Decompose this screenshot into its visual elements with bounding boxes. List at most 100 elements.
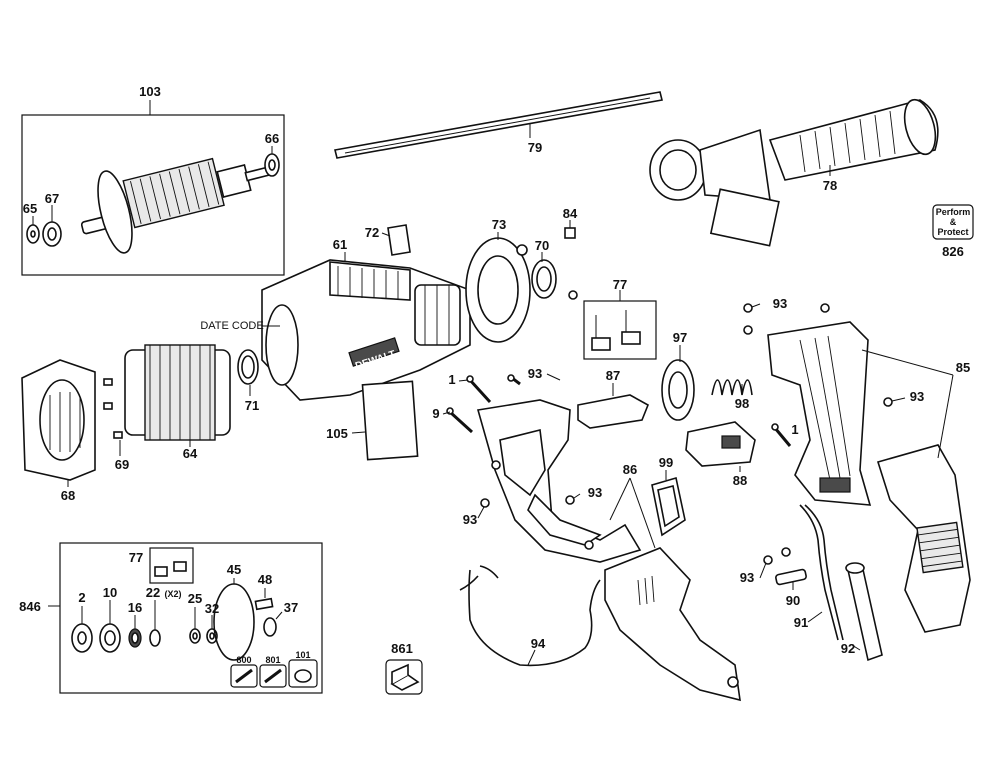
screw-93-center[interactable] (565, 495, 575, 505)
cord-protector-92[interactable] (845, 562, 883, 662)
pin-48[interactable] (254, 588, 274, 611)
side-handle-78[interactable] (649, 96, 941, 247)
armature-assembly-group (21, 100, 285, 276)
brush-set-77[interactable] (583, 290, 657, 360)
baffle-71[interactable] (237, 349, 259, 396)
label-25: 25 (188, 591, 202, 606)
label-1-right: 1 (791, 422, 798, 437)
label-70: 70 (535, 238, 549, 253)
perform-protect-badge-826: Perform & Protect (932, 204, 974, 240)
screws-93-top-right[interactable] (743, 303, 830, 335)
label-105[interactable] (351, 380, 419, 461)
spring-clip-72[interactable] (381, 224, 411, 256)
label-32: 32 (205, 601, 219, 616)
depth-rod-79[interactable] (334, 91, 663, 159)
seal-99[interactable] (651, 470, 686, 537)
label-69: 69 (115, 457, 129, 472)
screws-93-lower-right[interactable] (763, 547, 791, 565)
bearing-66[interactable] (264, 153, 280, 177)
clamp-90[interactable] (775, 568, 807, 590)
part-10[interactable] (99, 623, 121, 653)
label-92: 92 (841, 641, 855, 656)
armature-part[interactable] (80, 157, 270, 256)
label-91: 91 (794, 615, 808, 630)
ring-37[interactable] (263, 611, 283, 637)
perform-text-2: & (950, 217, 957, 227)
wire-harness-94[interactable] (459, 565, 601, 667)
label-72: 72 (365, 225, 379, 240)
handle-half-85-left[interactable] (767, 321, 872, 506)
label-90: 90 (786, 593, 800, 608)
label-77: 77 (613, 277, 627, 292)
label-99: 99 (659, 455, 673, 470)
label-73: 73 (492, 217, 506, 232)
kit-801[interactable] (259, 664, 287, 688)
screw-93-upper[interactable] (507, 374, 521, 386)
housing-half-86-right[interactable] (604, 477, 741, 702)
part-22[interactable] (149, 629, 161, 647)
part-25[interactable] (189, 628, 201, 644)
screw-small[interactable] (568, 290, 578, 300)
perform-text-3: Protect (937, 227, 968, 237)
label-67: 67 (45, 191, 59, 206)
switch-88[interactable] (685, 421, 756, 472)
service-kit-846 (48, 542, 323, 694)
screw-93-right[interactable] (883, 397, 893, 407)
screw-9[interactable] (446, 407, 474, 434)
screw-1-right[interactable] (771, 423, 792, 447)
label-48: 48 (258, 572, 272, 587)
handle-half-85-right[interactable] (876, 444, 971, 633)
label-1-left: 1 (448, 372, 455, 387)
label-16: 16 (128, 600, 142, 615)
housing-half-86-left[interactable] (476, 399, 642, 563)
mode-selector-97[interactable] (661, 345, 695, 421)
label-date-code: DATE CODE (200, 320, 263, 332)
spring-98[interactable] (711, 379, 753, 396)
label-84: 84 (563, 206, 578, 221)
oring-45[interactable] (213, 578, 255, 661)
label-79: 79 (528, 140, 542, 155)
washer-65[interactable] (26, 224, 40, 244)
label-93-lower: 93 (740, 570, 754, 585)
label-97: 97 (673, 330, 687, 345)
label-103: 103 (139, 84, 161, 99)
ring-70[interactable] (531, 252, 557, 299)
bushing-69[interactable] (103, 378, 123, 456)
label-87: 87 (606, 368, 620, 383)
part-16[interactable] (128, 628, 142, 648)
screw-93-left-lower[interactable] (480, 498, 490, 508)
label-9: 9 (432, 406, 439, 421)
label-86: 86 (623, 462, 637, 477)
motor-housing-68[interactable] (21, 359, 96, 487)
label-93-upper: 93 (528, 366, 542, 381)
label-93-left: 93 (463, 512, 477, 527)
screw-84[interactable] (564, 220, 576, 239)
label-64: 64 (183, 446, 198, 461)
part-2[interactable] (71, 623, 93, 653)
switch-slide-87[interactable] (577, 383, 650, 429)
field-coil-64[interactable] (124, 344, 231, 447)
cord-91[interactable] (799, 504, 844, 641)
label-22-qty: (X2) (164, 589, 181, 599)
label-65: 65 (23, 201, 37, 216)
label-98: 98 (735, 396, 749, 411)
label-101: 101 (295, 650, 310, 660)
label-105: 105 (326, 426, 348, 441)
label-2: 2 (78, 590, 85, 605)
case-kit-861[interactable] (385, 659, 423, 695)
gear-cover-73[interactable] (465, 232, 531, 343)
screw-1-upper[interactable] (466, 375, 492, 404)
label-93-center: 93 (588, 485, 602, 500)
label-77-kit: 77 (129, 550, 143, 565)
kit-800[interactable] (230, 664, 258, 688)
gear-housing-61[interactable]: DEWALT (261, 252, 471, 401)
label-93-right: 93 (910, 389, 924, 404)
label-93-top: 93 (773, 296, 787, 311)
label-846: 846 (19, 599, 41, 614)
bearing-67[interactable] (42, 221, 62, 247)
label-88: 88 (733, 473, 747, 488)
kit-101[interactable] (288, 659, 318, 688)
part-number-labels: 103 66 65 67 79 78 826 72 73 84 70 61 DA… (19, 84, 970, 665)
label-61: 61 (333, 237, 347, 252)
